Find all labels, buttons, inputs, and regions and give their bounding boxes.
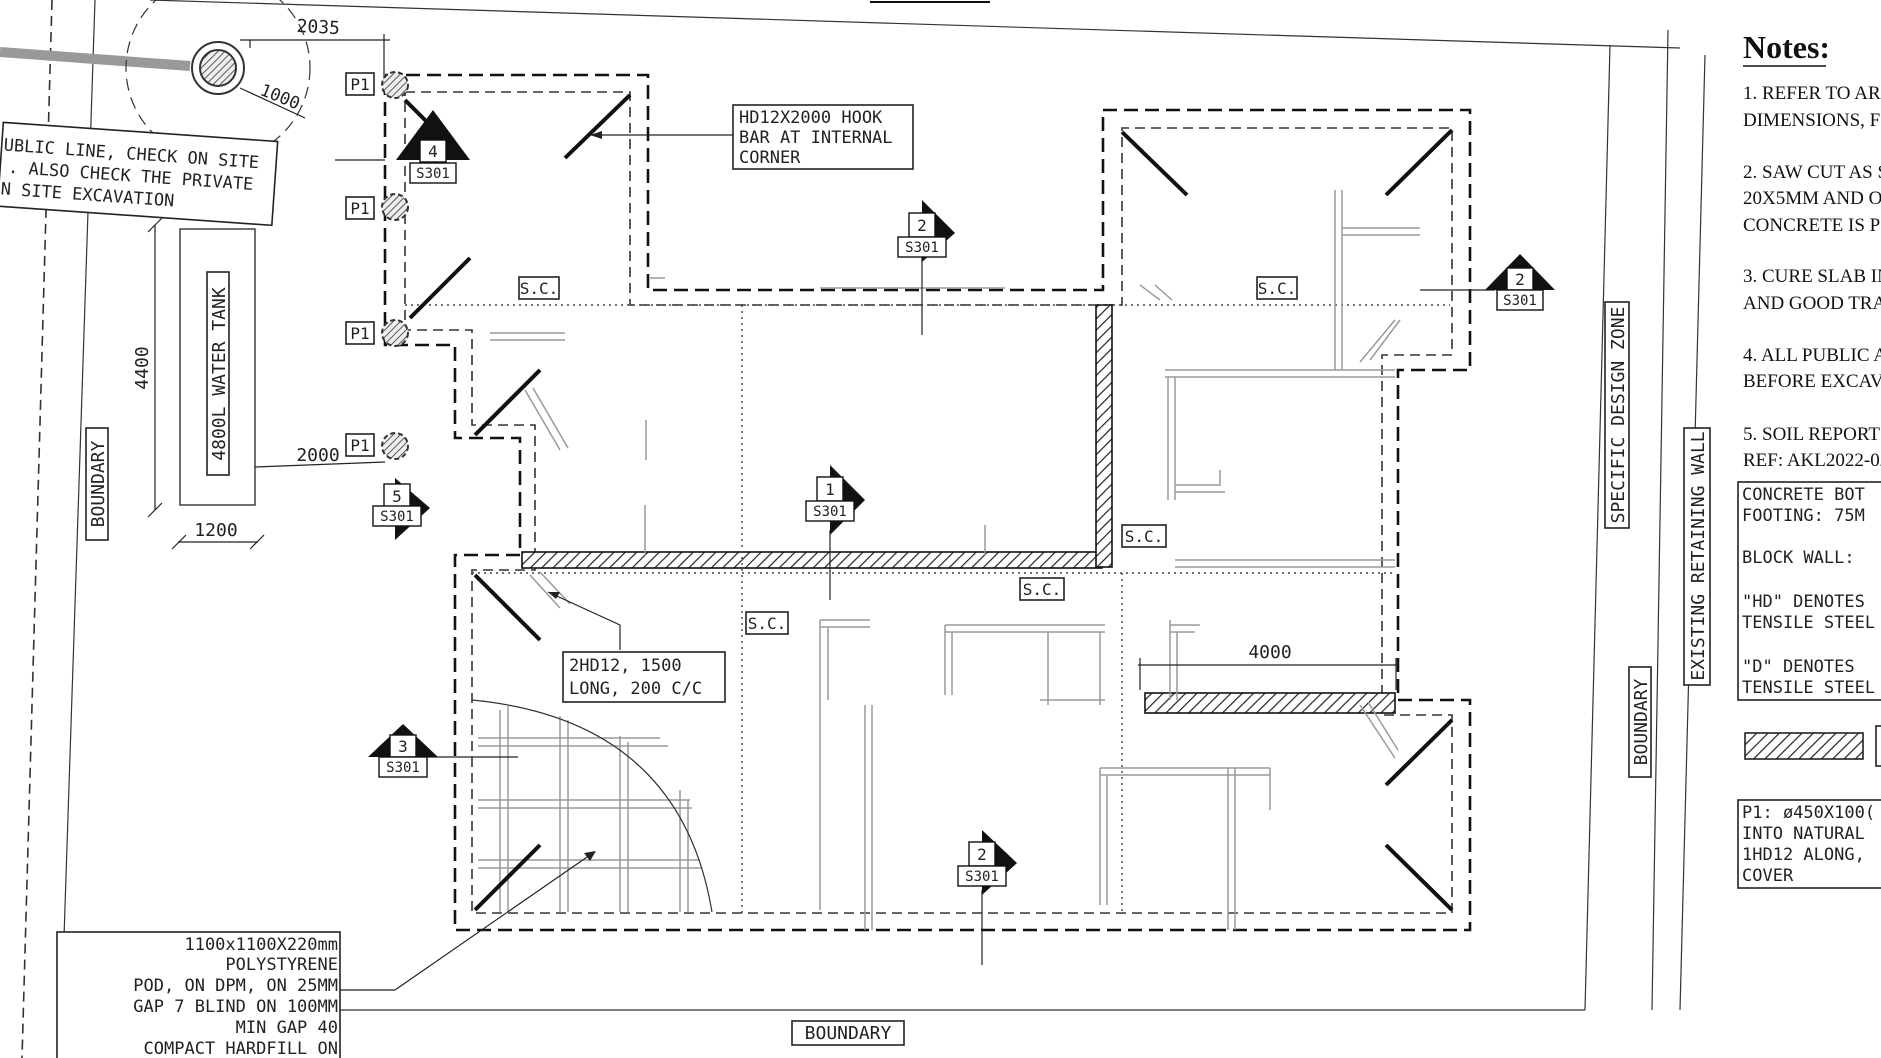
- pile-label: P1: [350, 324, 369, 343]
- hook-bar-callout: HD12X2000 HOOK BAR AT INTERNAL CORNER: [732, 104, 914, 170]
- section-sheet-ref: S301: [380, 509, 414, 525]
- section-sheet-ref: S301: [416, 166, 450, 182]
- saw-cut-label: S.C.: [1125, 527, 1164, 546]
- section-marker-5: 5 S301: [372, 478, 430, 540]
- section-sheet-ref: S301: [905, 240, 939, 256]
- water-tank-label: 4800L WATER TANK: [209, 287, 230, 461]
- section-marker-1: 1 S301: [805, 465, 865, 535]
- boundary-label-bottom: BOUNDARY: [805, 1023, 892, 1044]
- dimension-4400: 4400: [132, 346, 153, 389]
- saw-cut-label: S.C.: [1258, 279, 1297, 298]
- saw-cut-tags: S.C. S.C. S.C. S.C. S.C.: [518, 276, 1298, 635]
- boundary-label-left: BOUNDARY: [88, 440, 109, 527]
- section-sheet-ref: S301: [386, 760, 420, 776]
- spec-line: "D" DENOTES: [1742, 657, 1855, 677]
- section-number: 2: [1515, 270, 1525, 289]
- dimension-labels: 2035 1000 4400 2000 1200 4000: [132, 16, 1292, 663]
- note-line: REF: AKL2022-02: [1743, 450, 1881, 471]
- section-number: 1: [825, 480, 835, 499]
- section-marker-2b: 2 S301: [1485, 254, 1555, 311]
- specific-design-zone-label: SPECIFIC DESIGN ZONE: [1608, 307, 1629, 524]
- note-line: AND GOOD TRA: [1743, 293, 1881, 314]
- section-marker-3: 3 S301: [368, 724, 438, 778]
- spec-line: TENSILE STEEL: [1742, 613, 1875, 633]
- vertical-labels: 4800L WATER TANK BOUNDARY SPECIFIC DESIG…: [85, 271, 1711, 1046]
- piles: [381, 71, 409, 460]
- corner-bars: [403, 93, 1454, 912]
- section-sheet-ref: S301: [813, 504, 847, 520]
- pile-label: P1: [350, 436, 369, 455]
- dimension-2000: 2000: [296, 445, 339, 466]
- pile-note-line: 1HD12 ALONG,: [1742, 845, 1865, 865]
- callout-line: POLYSTYRENE: [225, 955, 338, 975]
- spec-line: CONCRETE BOT: [1742, 485, 1865, 505]
- public-line-callout: UBLIC LINE, CHECK ON SITE . ALSO CHECK T…: [0, 121, 279, 227]
- existing-retaining-wall-label: EXISTING RETAINING WALL: [1688, 431, 1709, 680]
- section-sheet-ref: S301: [965, 869, 999, 885]
- spec-line: FOOTING: 75M: [1742, 506, 1865, 526]
- spec-line: "HD" DENOTES: [1742, 592, 1865, 612]
- callout-line: HD12X2000 HOOK: [739, 108, 883, 128]
- note-line: 3. CURE SLAB IN: [1743, 266, 1881, 287]
- dimension-1000: 1000: [257, 80, 302, 114]
- slab-outline: [383, 73, 1472, 932]
- leader-lines: [335, 131, 1495, 991]
- note-line: CONCRETE IS PO: [1743, 215, 1881, 236]
- callout-line: 1100x1100X220mm: [184, 935, 338, 955]
- section-marker-2c: 2 S301: [957, 830, 1017, 895]
- callout-line: BAR AT INTERNAL: [739, 128, 893, 148]
- legend-hatch: [1744, 725, 1881, 767]
- section-number: 4: [428, 142, 438, 161]
- spec-line: BLOCK WALL:: [1742, 548, 1855, 568]
- pod-grid: [471, 699, 713, 913]
- pile-note-line: COVER: [1742, 866, 1794, 886]
- callout-line: CORNER: [739, 148, 801, 168]
- pile-label: P1: [350, 199, 369, 218]
- callout-line: 2HD12, 1500: [569, 656, 682, 676]
- pile-note-line: P1: ø450X100(: [1742, 803, 1875, 823]
- saw-cut-lines: [405, 304, 1450, 913]
- section-marker-4: 4 S301: [396, 110, 470, 184]
- note-line: 1. REFER TO ARC: [1743, 83, 1881, 104]
- section-sheet-ref: S301: [1503, 293, 1537, 309]
- section-number: 2: [977, 845, 987, 864]
- dimension-1200: 1200: [194, 520, 237, 541]
- note-line: 4. ALL PUBLIC A: [1743, 345, 1881, 366]
- note-line: BEFORE EXCAV: [1743, 371, 1881, 392]
- internal-walls: [490, 190, 1420, 930]
- callout-line: LONG, 200 C/C: [569, 679, 702, 699]
- note-line: 5. SOIL REPORT: [1743, 424, 1880, 445]
- dimension-2035: 2035: [296, 16, 340, 39]
- pile-note-box: P1: ø450X100( INTO NATURAL 1HD12 ALONG, …: [1737, 799, 1881, 889]
- section-number: 2: [917, 216, 927, 235]
- note-line: 20X5MM AND O: [1743, 188, 1881, 209]
- bars-callout: 2HD12, 1500 LONG, 200 C/C: [562, 651, 726, 703]
- manhole-and-pipe: [0, 0, 390, 161]
- saw-cut-label: S.C.: [748, 614, 787, 633]
- section-number: 5: [392, 487, 402, 506]
- callout-line: COMPACT HARDFILL ON: [144, 1039, 338, 1058]
- boundary-label-right: BOUNDARY: [1631, 678, 1652, 765]
- callout-line: GAP 7 BLIND ON 100MM: [133, 997, 338, 1017]
- pod-callout: 1100x1100X220mm POLYSTYRENE POD, ON DPM,…: [56, 931, 341, 1058]
- notes-panel: Notes: 1. REFER TO ARC DIMENSIONS, F 2. …: [1743, 29, 1881, 471]
- notes-title: Notes:: [1743, 29, 1830, 65]
- dimension-4000: 4000: [1248, 642, 1291, 663]
- spec-box: CONCRETE BOT FOOTING: 75M BLOCK WALL: "H…: [1737, 481, 1881, 701]
- pile-note-line: INTO NATURAL: [1742, 824, 1865, 844]
- note-line: 2. SAW CUT AS S: [1743, 162, 1881, 183]
- section-marker-2a: 2 S301: [897, 200, 955, 262]
- callout-line: MIN GAP 40: [236, 1018, 338, 1038]
- callout-line: POD, ON DPM, ON 25MM: [133, 976, 338, 996]
- pile-label: P1: [350, 75, 369, 94]
- spec-line: TENSILE STEEL: [1742, 678, 1875, 698]
- water-tank: [147, 217, 1398, 690]
- saw-cut-label: S.C.: [520, 279, 559, 298]
- saw-cut-label: S.C.: [1023, 580, 1062, 599]
- pile-tags: P1 P1 P1 P1: [345, 72, 375, 457]
- section-number: 3: [398, 737, 408, 756]
- note-line: DIMENSIONS, F: [1743, 110, 1880, 131]
